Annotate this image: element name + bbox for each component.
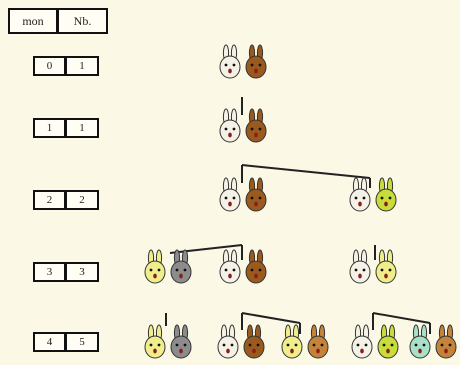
month-value: 0 — [33, 56, 66, 76]
row-month-0: 0 1 — [33, 56, 99, 76]
rabbit-pair — [144, 324, 192, 359]
header-month: mon — [8, 8, 58, 34]
rabbit-pair — [219, 108, 267, 143]
rabbit-icon — [351, 324, 373, 359]
rabbit-icon — [349, 177, 371, 212]
table-header: mon Nb. — [8, 8, 108, 34]
link-line — [241, 312, 301, 324]
month-value: 1 — [33, 118, 66, 138]
rabbits — [144, 44, 457, 359]
rabbit-icon — [245, 249, 267, 284]
rabbit-icon — [243, 324, 265, 359]
rabbit-icon — [219, 177, 241, 212]
pair-count: 1 — [66, 56, 99, 76]
rabbit-icon — [375, 249, 397, 284]
rabbit-icon — [245, 108, 267, 143]
pair-count: 3 — [66, 262, 99, 282]
rabbit-icon — [375, 177, 397, 212]
row-month-2: 2 2 — [33, 190, 99, 210]
pair-count: 5 — [66, 332, 99, 352]
rabbit-pair — [217, 324, 265, 359]
rabbit-icon — [219, 108, 241, 143]
rabbit-icon — [349, 249, 371, 284]
rabbit-icon — [245, 177, 267, 212]
month-value: 3 — [33, 262, 66, 282]
rabbit-icon — [144, 324, 166, 359]
row-month-3: 3 3 — [33, 262, 99, 282]
generation-links — [165, 97, 431, 334]
month-value: 4 — [33, 332, 66, 352]
rabbit-pair — [409, 324, 457, 359]
month-value: 2 — [33, 190, 66, 210]
header-count: Nb. — [58, 8, 108, 34]
rabbit-pair — [144, 249, 192, 284]
rabbit-pair — [219, 249, 267, 284]
pair-count: 1 — [66, 118, 99, 138]
rabbit-pair — [349, 177, 397, 212]
pair-count: 2 — [66, 190, 99, 210]
row-month-4: 4 5 — [33, 332, 99, 352]
rabbit-pair — [219, 177, 267, 212]
rabbit-pair — [349, 249, 397, 284]
rabbit-icon — [281, 324, 303, 359]
rabbit-pair — [351, 324, 399, 359]
rabbit-icon — [409, 324, 431, 359]
link-line — [241, 164, 371, 179]
rabbit-icon — [170, 249, 192, 284]
link-line — [169, 244, 243, 254]
rabbit-icon — [219, 44, 241, 79]
link-line — [372, 312, 431, 324]
rabbit-icon — [219, 249, 241, 284]
row-month-1: 1 1 — [33, 118, 99, 138]
rabbit-icon — [435, 324, 457, 359]
rabbit-icon — [144, 249, 166, 284]
rabbit-pair — [219, 44, 267, 79]
rabbit-icon — [217, 324, 239, 359]
rabbit-icon — [307, 324, 329, 359]
rabbit-pair — [281, 324, 329, 359]
rabbit-icon — [170, 324, 192, 359]
rabbit-icon — [377, 324, 399, 359]
rabbit-icon — [245, 44, 267, 79]
